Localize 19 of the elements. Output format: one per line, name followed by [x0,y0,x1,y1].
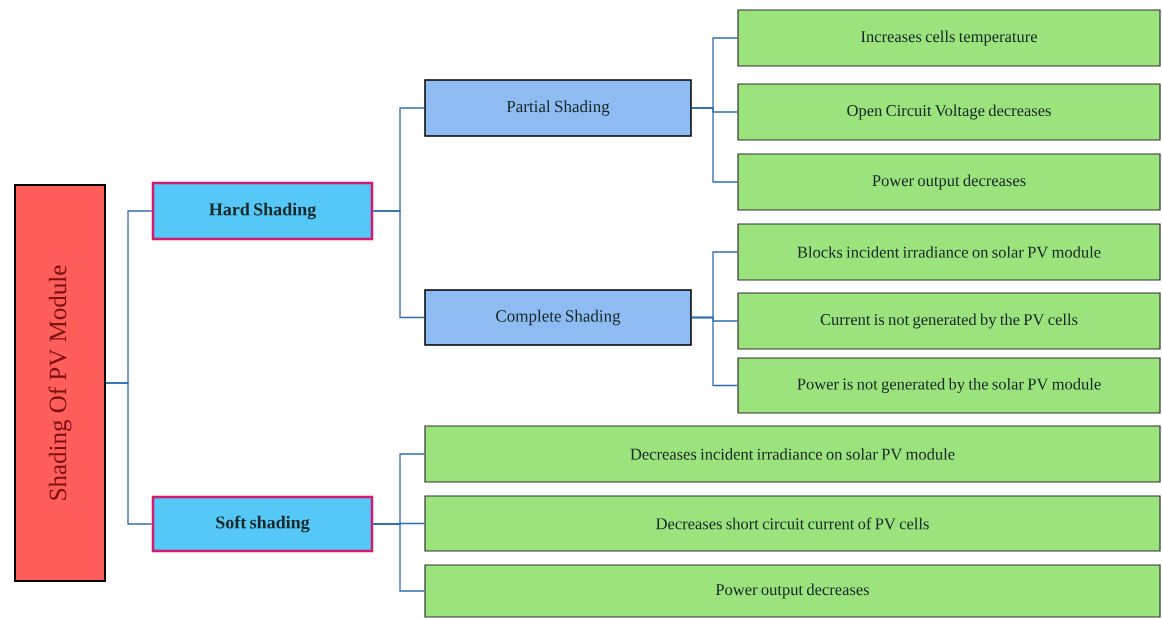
category-box: Soft shading [151,495,374,553]
effect-box: Decreases short circuit current of PV cells [424,495,1161,552]
effect-box: Power output decreases [737,153,1161,211]
effect-box: Power output decreases [424,564,1161,618]
connector-line [372,210,425,319]
connector-line [372,523,426,592]
connector-line [105,382,153,525]
effect-box: Decreases incident irradiance on solar PV module [424,425,1161,483]
effect-box: Increases cells temperature [737,9,1161,67]
type-box: Complete Shading [424,289,692,346]
connector-line [691,316,739,387]
category-box: Hard Shading [151,181,374,241]
type-box: Partial Shading [424,79,692,137]
connector-line [691,107,739,183]
root-box: Shading Of PV Module [14,184,106,582]
effect-box: Power is not generated by the solar PV module [737,357,1161,414]
effect-box: Current is not generated by the PV cells [737,292,1161,350]
effect-box: Open Circuit Voltage decreases [737,83,1161,141]
effect-box: Blocks incident irradiance on solar PV module [737,223,1161,281]
